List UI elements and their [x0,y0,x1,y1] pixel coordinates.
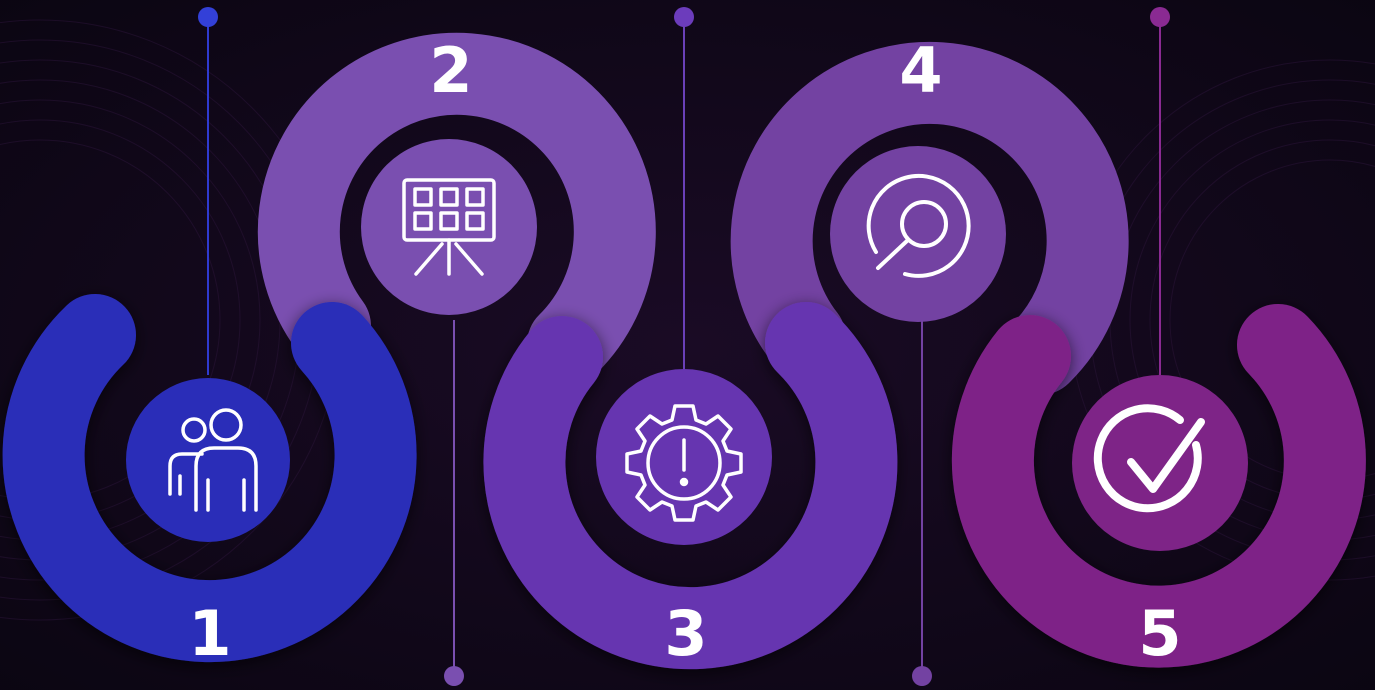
step-2-inner-circle [361,139,537,315]
step-5-number: 5 [1138,597,1181,670]
presentation-board-icon [402,178,496,276]
step-3-number: 3 [664,597,707,670]
step-2-number: 2 [429,34,472,107]
step-4-number: 4 [899,34,942,107]
check-circle-icon [1093,404,1205,513]
connector-lines [198,7,1170,686]
connector-dot-1 [198,7,218,27]
ring-step-1 [2,294,417,663]
gear-warning-icon [625,404,743,522]
connector-dot-2 [444,666,464,686]
ring-step-5 [951,304,1366,668]
ring-step-2 [257,32,656,385]
step-1-inner-circle [126,378,290,542]
ring-step-3 [483,302,898,670]
team-icon [168,408,258,512]
ring-step-4 [730,41,1129,395]
step-4-inner-circle [830,146,1006,322]
step-1-number: 1 [188,597,231,670]
connector-dot-5 [1150,7,1170,27]
connector-dot-4 [912,666,932,686]
connector-dot-3 [674,7,694,27]
search-icon [866,173,971,278]
